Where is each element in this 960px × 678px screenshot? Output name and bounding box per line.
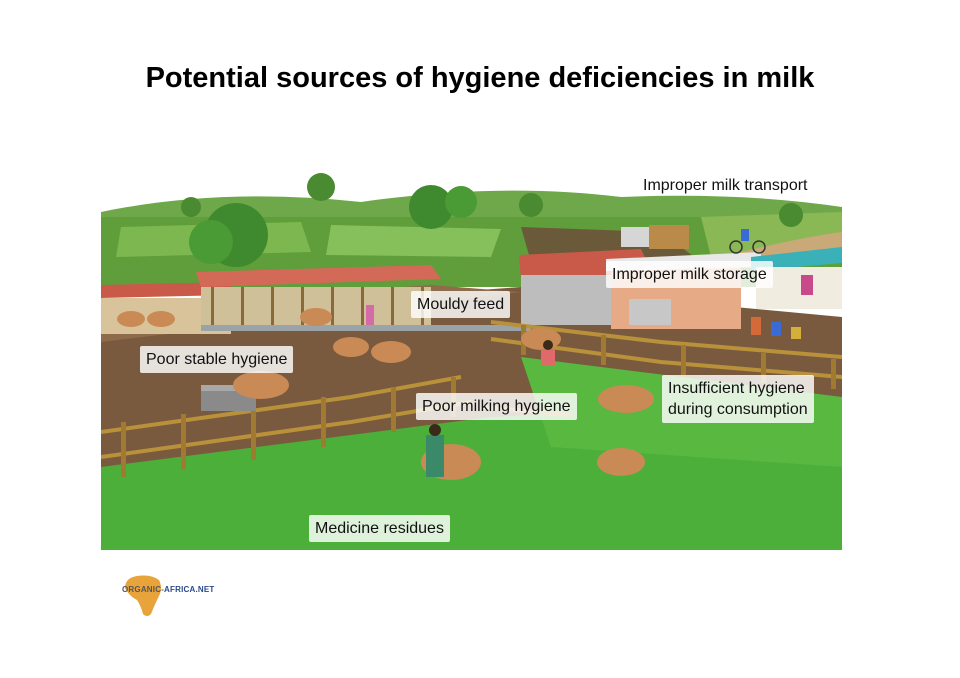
organic-africa-logo — [125, 575, 161, 616]
logo-text: ORGANIC-AFRICA.NET — [122, 585, 215, 594]
label-insufficient-hygiene-consumption: Insufficient hygiene during consumption — [662, 375, 814, 423]
label-mouldy-feed: Mouldy feed — [411, 291, 511, 318]
label-improper-milk-storage: Improper milk storage — [606, 261, 773, 288]
label-improper-milk-transport: Improper milk transport — [643, 177, 808, 194]
logo-text-organic: ORGANIC- — [122, 585, 165, 594]
logo-text-africa: AFRICA.NET — [164, 585, 215, 594]
label-poor-milking-hygiene: Poor milking hygiene — [416, 393, 577, 420]
label-medicine-residues: Medicine residues — [309, 515, 450, 542]
page-title: Potential sources of hygiene deficiencie… — [145, 62, 815, 94]
label-poor-stable-hygiene: Poor stable hygiene — [140, 346, 294, 373]
